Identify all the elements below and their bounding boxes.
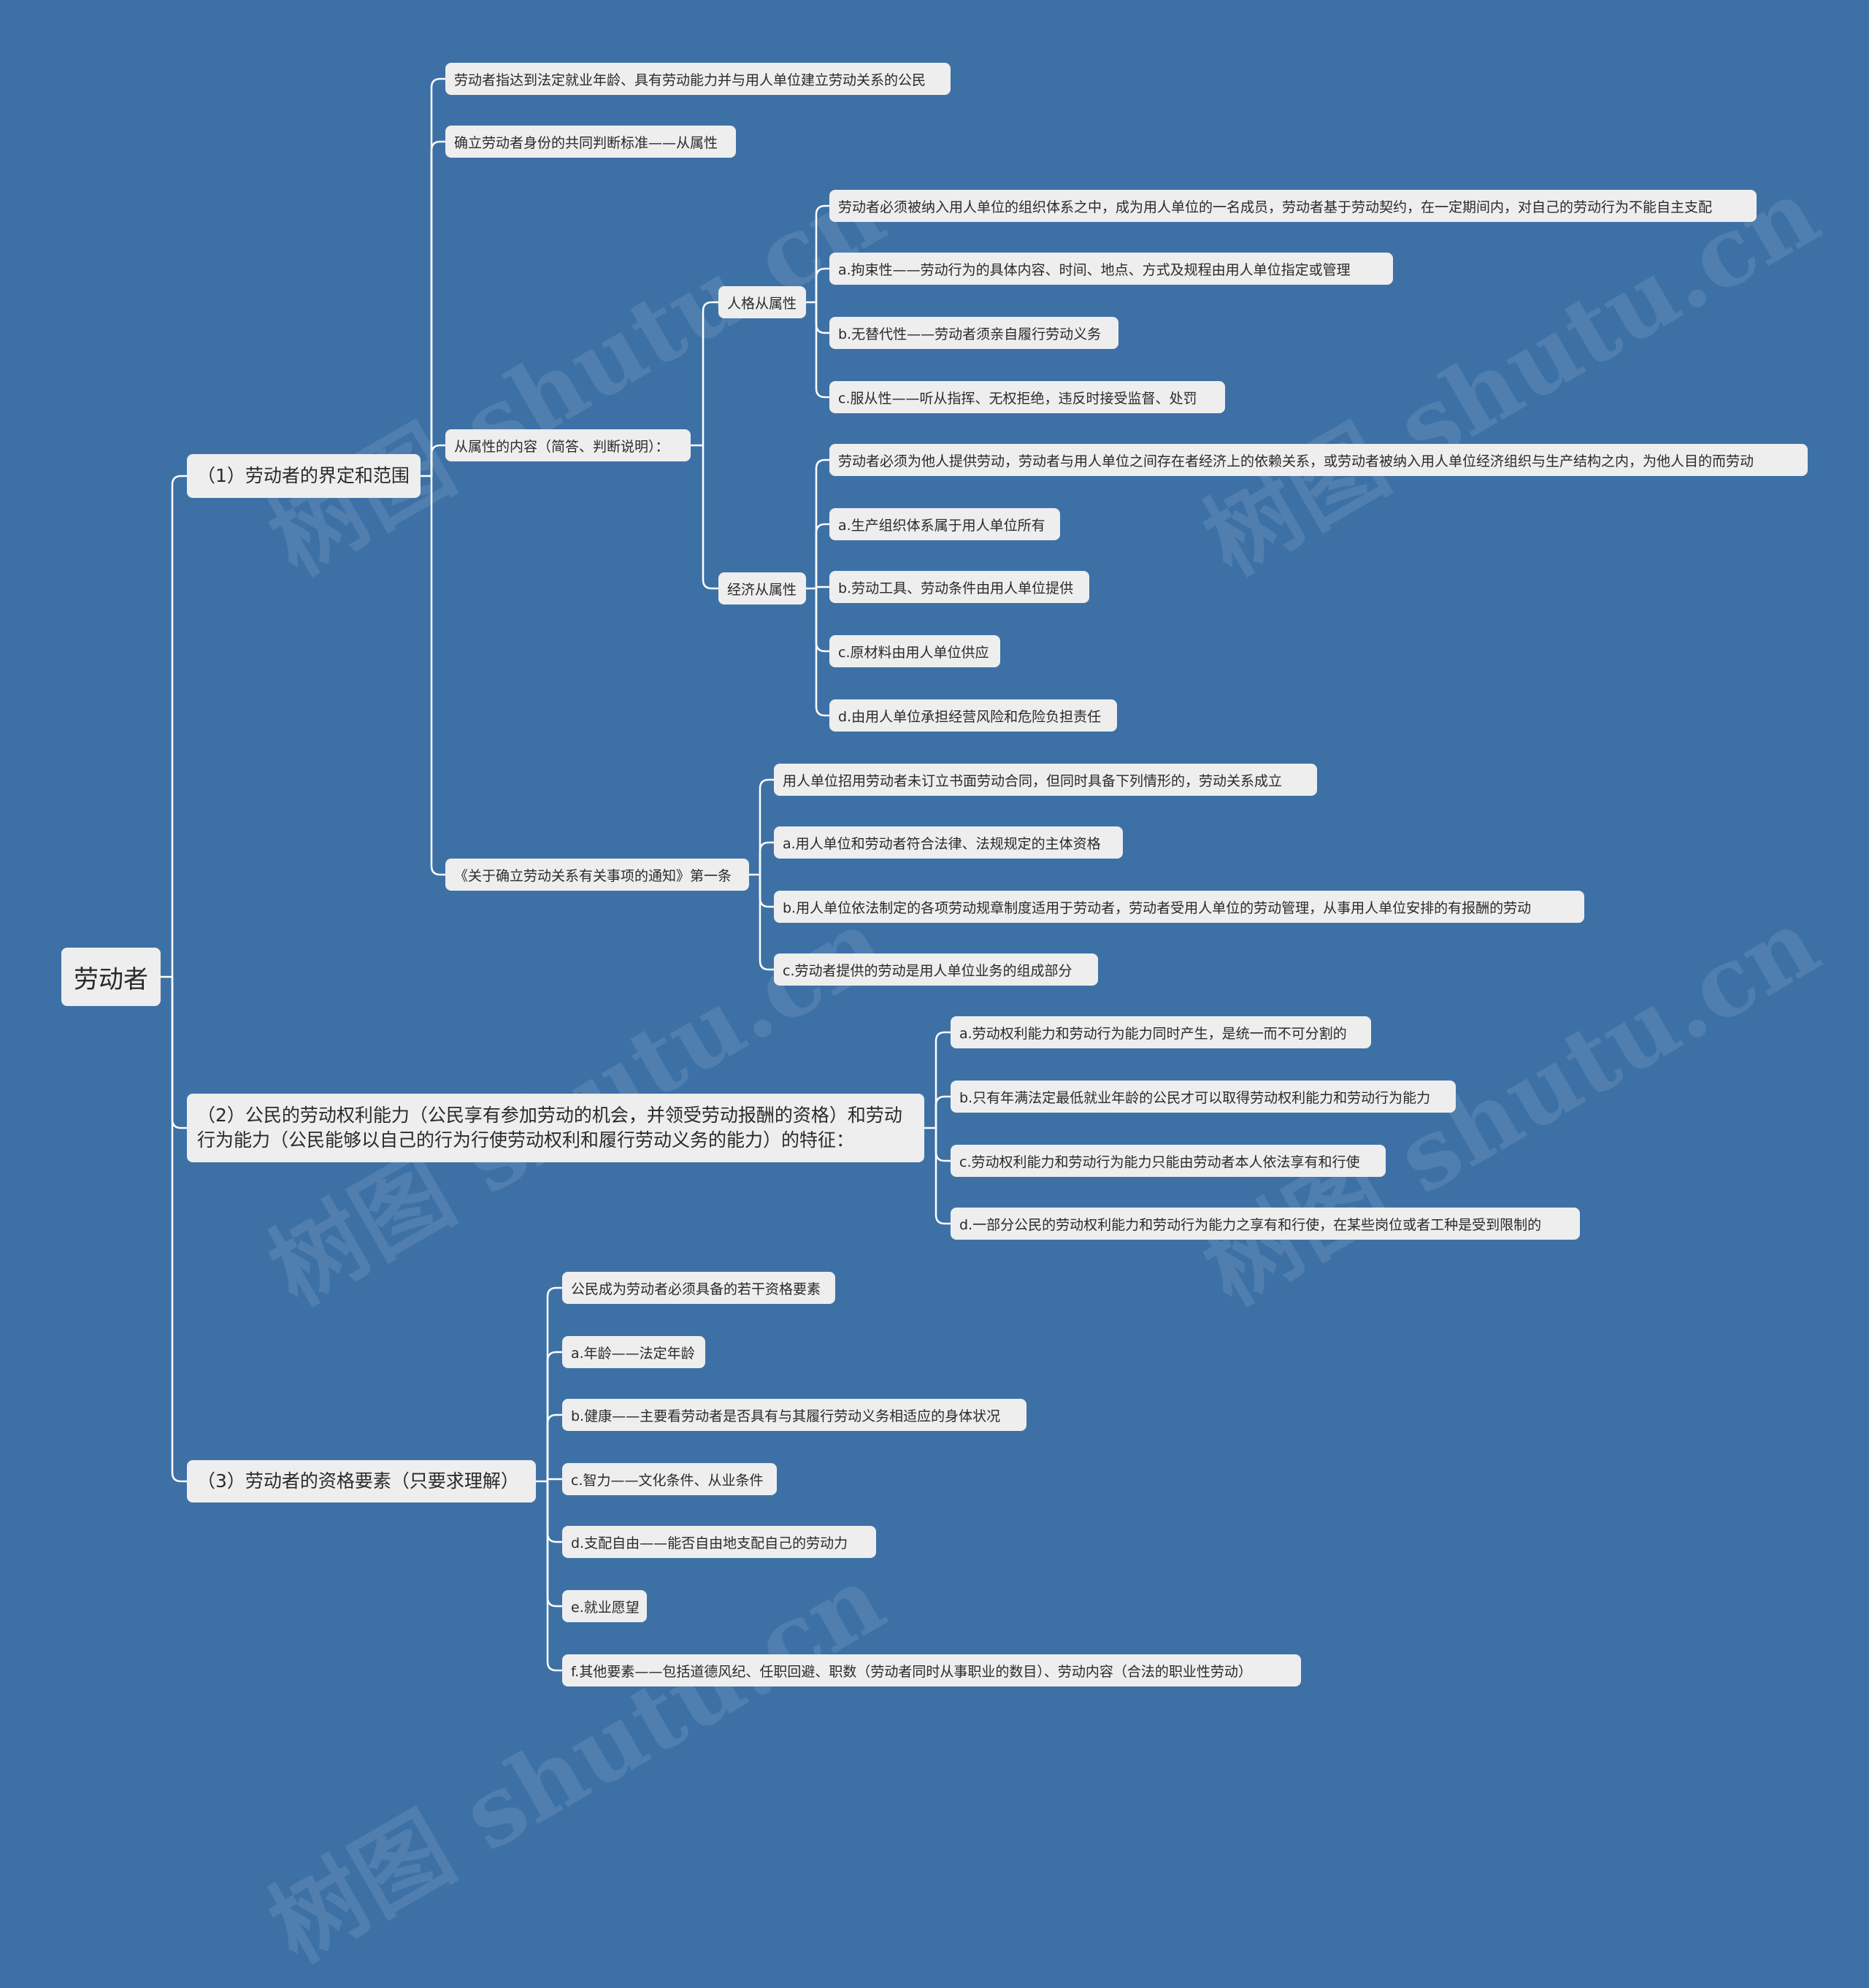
notice-item[interactable]: c.劳动者提供的劳动是用人单位业务的组成部分 — [774, 953, 1098, 986]
criterion-item[interactable]: 确立劳动者身份的共同判断标准——从属性 — [445, 126, 736, 158]
connector-line — [759, 875, 774, 971]
connector-line — [759, 778, 774, 875]
connector-line — [546, 1481, 562, 1608]
capacity-feature-item[interactable]: d.一部分公民的劳动权利能力和劳动行为能力之享有和行使，在某些岗位或者工种是受到… — [951, 1208, 1580, 1240]
capacity-feature-item[interactable]: c.劳动权利能力和劳动行为能力只能由劳动者本人依法享有和行使 — [951, 1145, 1386, 1177]
connector-line — [815, 204, 829, 302]
connector-line — [546, 1413, 562, 1481]
capacity-feature-item[interactable]: a.劳动权利能力和劳动行为能力同时产生，是统一而不可分割的 — [951, 1016, 1371, 1048]
connector-line — [815, 588, 829, 653]
connector-line — [759, 841, 774, 875]
connector-line — [934, 1031, 951, 1128]
connector-line — [546, 1481, 562, 1672]
notice-article-node[interactable]: 《关于确立劳动关系有关事项的通知》第一条 — [445, 859, 749, 891]
qualification-item[interactable]: a.年龄——法定年龄 — [562, 1336, 705, 1368]
economic-item[interactable]: b.劳动工具、劳动条件由用人单位提供 — [829, 571, 1089, 603]
connector-line — [759, 875, 774, 908]
connector-line — [934, 1095, 951, 1128]
connector-lines — [161, 77, 951, 1672]
root-node[interactable]: 劳动者 — [61, 948, 161, 1006]
qualification-item[interactable]: e.就业愿望 — [562, 1590, 647, 1622]
connector-line — [171, 977, 187, 1129]
branch-capacity-features[interactable]: （2）公民的劳动权利能力（公民享有参加劳动的机会，并领受劳动报酬的资格）和劳动行… — [187, 1094, 924, 1162]
qualification-item[interactable]: c.智力——文化条件、从业条件 — [562, 1463, 777, 1495]
connector-line — [702, 445, 718, 590]
economic-item[interactable]: 劳动者必须为他人提供劳动，劳动者与用人单位之间存在者经济上的依赖关系，或劳动者被… — [829, 444, 1808, 476]
economic-item[interactable]: a.生产组织体系属于用人单位所有 — [829, 508, 1060, 540]
connector-line — [546, 1286, 562, 1481]
connector-line — [815, 586, 829, 588]
qualification-item[interactable]: b.健康——主要看劳动者是否具有与其履行劳动义务相适应的身体状况 — [562, 1399, 1026, 1431]
definition-item[interactable]: 劳动者指达到法定就业年龄、具有劳动能力并与用人单位建立劳动关系的公民 — [445, 63, 951, 95]
notice-item[interactable]: 用人单位招用劳动者未订立书面劳动合同，但同时具备下列情形的，劳动关系成立 — [774, 764, 1317, 796]
personal-item[interactable]: a.拘束性——劳动行为的具体内容、时间、地点、方式及规程由用人单位指定或管理 — [829, 253, 1393, 285]
connector-line — [430, 140, 445, 476]
personal-item[interactable]: c.服从性——听从指挥、无权拒绝，违反时接受监督、处罚 — [829, 381, 1225, 413]
connector-line — [546, 1481, 562, 1543]
capacity-feature-item[interactable]: b.只有年满法定最低就业年龄的公民才可以取得劳动权利能力和劳动行为能力 — [951, 1081, 1456, 1113]
connector-line — [934, 1128, 951, 1225]
connector-line — [815, 267, 829, 302]
subordination-content-node[interactable]: 从属性的内容（简答、判断说明）： — [445, 429, 691, 461]
mindmap-canvas: 树图 shutu.cn 树图 shutu.cn 树图 shutu.cn 树图 s… — [61, 63, 1836, 1984]
connector-line — [702, 301, 718, 445]
connector-line — [430, 444, 445, 476]
personal-subordination-node[interactable]: 人格从属性 — [718, 286, 806, 318]
notice-item[interactable]: a.用人单位和劳动者符合法律、法规规定的主体资格 — [774, 826, 1123, 859]
connector-line — [430, 77, 445, 476]
connector-line — [934, 1128, 951, 1162]
economic-subordination-node[interactable]: 经济从属性 — [718, 572, 806, 605]
connector-line — [815, 302, 829, 334]
connector-line — [546, 1478, 562, 1481]
qualification-item[interactable]: 公民成为劳动者必须具备的若干资格要素 — [562, 1272, 835, 1304]
connector-line — [815, 523, 829, 588]
connector-line — [171, 475, 187, 977]
qualification-item[interactable]: d.支配自由——能否自由地支配自己的劳动力 — [562, 1526, 876, 1558]
connector-line — [171, 977, 187, 1483]
branch-qualification-elements[interactable]: （3）劳动者的资格要素（只要求理解） — [187, 1460, 536, 1502]
personal-item[interactable]: b.无替代性——劳动者须亲自履行劳动义务 — [829, 317, 1118, 349]
connector-line — [430, 476, 445, 876]
connector-line — [815, 302, 829, 399]
branch-definition-scope[interactable]: （1）劳动者的界定和范围 — [187, 454, 421, 498]
notice-item[interactable]: b.用人单位依法制定的各项劳动规章制度适用于劳动者，劳动者受用人单位的劳动管理，… — [774, 891, 1584, 923]
qualification-item[interactable]: f.其他要素——包括道德风纪、任职回避、职数（劳动者同时从事职业的数目）、劳动内… — [562, 1654, 1301, 1686]
personal-item[interactable]: 劳动者必须被纳入用人单位的组织体系之中，成为用人单位的一名成员，劳动者基于劳动契… — [829, 190, 1757, 222]
connector-line — [815, 458, 829, 588]
economic-item[interactable]: d.由用人单位承担经营风险和危险负担责任 — [829, 699, 1117, 732]
connector-line — [546, 1351, 562, 1481]
economic-item[interactable]: c.原材料由用人单位供应 — [829, 635, 1000, 667]
connector-line — [815, 588, 829, 717]
